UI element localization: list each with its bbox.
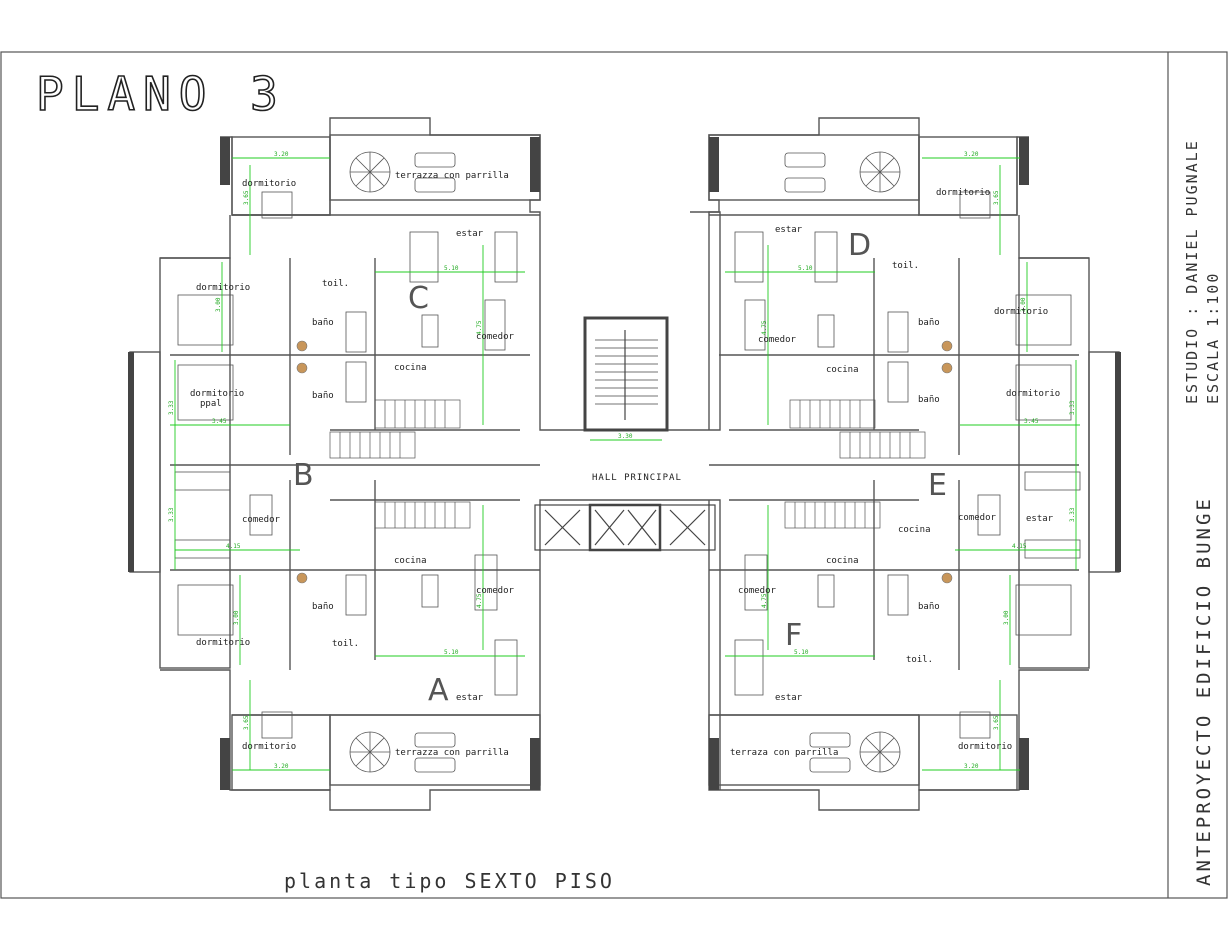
svg-text:3.33: 3.33 bbox=[168, 507, 175, 522]
scale-text: ESCALA 1:100 bbox=[1204, 272, 1222, 404]
svg-text:3.65: 3.65 bbox=[243, 715, 250, 730]
sheet-border bbox=[0, 51, 1228, 899]
svg-text:3.65: 3.65 bbox=[993, 190, 1000, 205]
furniture bbox=[174, 151, 1081, 773]
building-walls-right bbox=[708, 117, 1120, 811]
studio-text: ESTUDIO : DANIEL PUGNALE bbox=[1183, 139, 1201, 404]
room-label: dormitorio bbox=[196, 638, 250, 648]
room-label: terrazza con parrilla bbox=[395, 748, 509, 758]
room-label: comedor bbox=[476, 586, 515, 596]
svg-text:3.20: 3.20 bbox=[964, 763, 979, 770]
svg-text:4.75: 4.75 bbox=[476, 593, 483, 608]
svg-text:3.45: 3.45 bbox=[1024, 418, 1039, 425]
svg-text:5.10: 5.10 bbox=[444, 649, 459, 656]
svg-text:5.10: 5.10 bbox=[794, 649, 809, 656]
svg-text:4.75: 4.75 bbox=[476, 320, 483, 335]
svg-text:4.75: 4.75 bbox=[761, 593, 768, 608]
unit-letters: C B A D E F bbox=[293, 228, 947, 708]
room-label: dormitorio bbox=[958, 742, 1012, 752]
svg-text:3.33: 3.33 bbox=[1069, 400, 1076, 415]
stair-core bbox=[583, 316, 669, 432]
svg-text:3.20: 3.20 bbox=[274, 763, 289, 770]
room-label: baño bbox=[312, 318, 334, 328]
svg-text:3.20: 3.20 bbox=[274, 151, 289, 158]
room-label: baño bbox=[918, 602, 940, 612]
svg-text:3.00: 3.00 bbox=[215, 297, 222, 312]
elevator-shafts bbox=[534, 503, 716, 552]
svg-text:3.45: 3.45 bbox=[212, 418, 227, 425]
structural-columns-left bbox=[128, 137, 540, 790]
room-label: baño bbox=[918, 318, 940, 328]
structural-columns-right bbox=[709, 137, 1121, 790]
room-label: estar bbox=[456, 229, 484, 239]
room-label: comedor bbox=[242, 515, 281, 525]
plan-subtitle: planta tipo SEXTO PISO bbox=[284, 869, 615, 893]
plan-title: PLANO 3 bbox=[36, 67, 286, 121]
unit-a: A bbox=[428, 673, 449, 708]
unit-f: F bbox=[785, 618, 802, 653]
svg-text:3.65: 3.65 bbox=[243, 190, 250, 205]
svg-text:3.00: 3.00 bbox=[1020, 297, 1027, 312]
room-label: terrazza con parrilla bbox=[395, 171, 509, 181]
unit-c: C bbox=[408, 281, 429, 316]
room-label: estar bbox=[456, 693, 484, 703]
project-text: ANTEPROYECTO EDIFICIO BUNGE bbox=[1193, 496, 1215, 886]
room-label: dormitorio bbox=[242, 179, 296, 189]
room-label: dormitorio bbox=[242, 742, 296, 752]
room-label: comedor bbox=[738, 586, 777, 596]
svg-text:3.00: 3.00 bbox=[1003, 610, 1010, 625]
svg-text:4.15: 4.15 bbox=[1012, 543, 1027, 550]
svg-text:4.15: 4.15 bbox=[226, 543, 241, 550]
room-label: cocina bbox=[826, 365, 859, 375]
svg-text:3.33: 3.33 bbox=[168, 400, 175, 415]
unit-e: E bbox=[928, 468, 947, 503]
unit-b: B bbox=[293, 458, 314, 493]
svg-text:3.65: 3.65 bbox=[993, 715, 1000, 730]
room-label: cocina bbox=[394, 556, 427, 566]
room-label: dormitorio bbox=[994, 307, 1048, 317]
hall-label: HALL PRINCIPAL bbox=[592, 473, 682, 483]
room-label: baño bbox=[918, 395, 940, 405]
dimension-labels: 3.20 3.20 3.20 3.20 3.65 3.65 3.65 3.65 … bbox=[168, 151, 1076, 770]
service-stairs bbox=[329, 399, 926, 529]
room-label: dormitorio bbox=[190, 389, 244, 399]
dimension-lines bbox=[170, 157, 1080, 771]
unit-d: D bbox=[848, 228, 871, 263]
room-label: ppal bbox=[200, 399, 222, 409]
room-label: comedor bbox=[958, 513, 997, 523]
room-label: dormitorio bbox=[936, 188, 990, 198]
room-label: cocina bbox=[898, 525, 931, 535]
svg-text:5.10: 5.10 bbox=[798, 265, 813, 272]
room-label: dormitorio bbox=[196, 283, 250, 293]
room-label: baño bbox=[312, 602, 334, 612]
svg-text:3.30: 3.30 bbox=[618, 433, 633, 440]
room-label: toil. bbox=[892, 261, 919, 271]
room-label: dormitorio bbox=[1006, 389, 1060, 399]
room-label: toil. bbox=[906, 655, 933, 665]
room-labels: dormitorio terrazza con parrilla estar d… bbox=[190, 171, 1060, 758]
room-label: estar bbox=[775, 225, 803, 235]
svg-text:4.75: 4.75 bbox=[761, 320, 768, 335]
svg-text:3.33: 3.33 bbox=[1069, 507, 1076, 522]
bath-fixtures bbox=[296, 340, 953, 584]
room-label: toil. bbox=[332, 639, 359, 649]
room-label: toil. bbox=[322, 279, 349, 289]
room-label: terraza con parrilla bbox=[730, 748, 838, 758]
room-label: cocina bbox=[826, 556, 859, 566]
svg-text:5.10: 5.10 bbox=[444, 265, 459, 272]
building-walls bbox=[129, 117, 721, 811]
room-label: comedor bbox=[758, 335, 797, 345]
room-label: estar bbox=[775, 693, 803, 703]
room-label: estar bbox=[1026, 514, 1054, 524]
room-label: baño bbox=[312, 391, 334, 401]
room-label: comedor bbox=[476, 332, 515, 342]
room-label: cocina bbox=[394, 363, 427, 373]
svg-text:3.00: 3.00 bbox=[233, 610, 240, 625]
svg-text:3.20: 3.20 bbox=[964, 151, 979, 158]
